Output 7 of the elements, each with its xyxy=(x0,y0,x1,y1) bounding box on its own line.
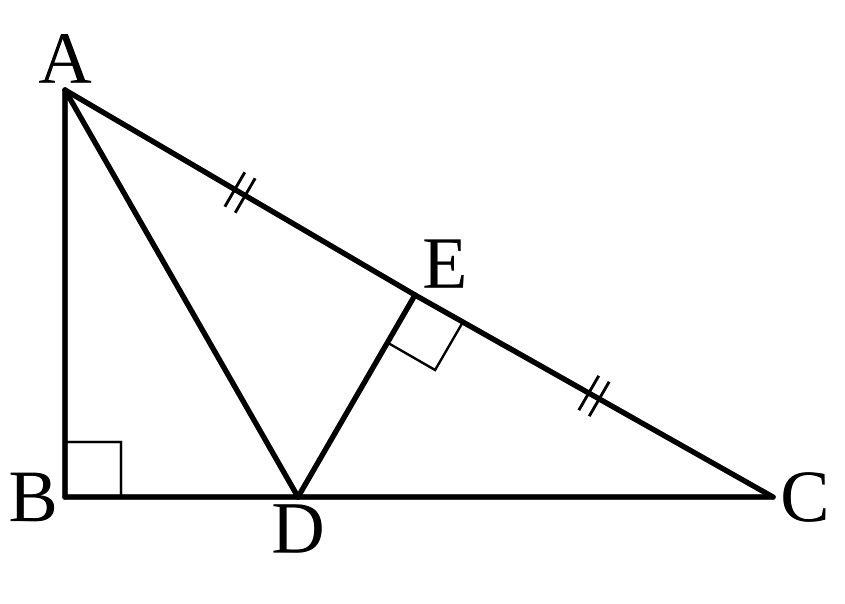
line-segment xyxy=(62,87,301,500)
line-segment xyxy=(295,292,418,500)
point-label: C xyxy=(783,472,826,522)
point-label: A xyxy=(39,34,92,83)
point-label: D xyxy=(273,504,322,553)
point-label: B xyxy=(10,472,54,522)
point-label: E xyxy=(424,239,464,288)
